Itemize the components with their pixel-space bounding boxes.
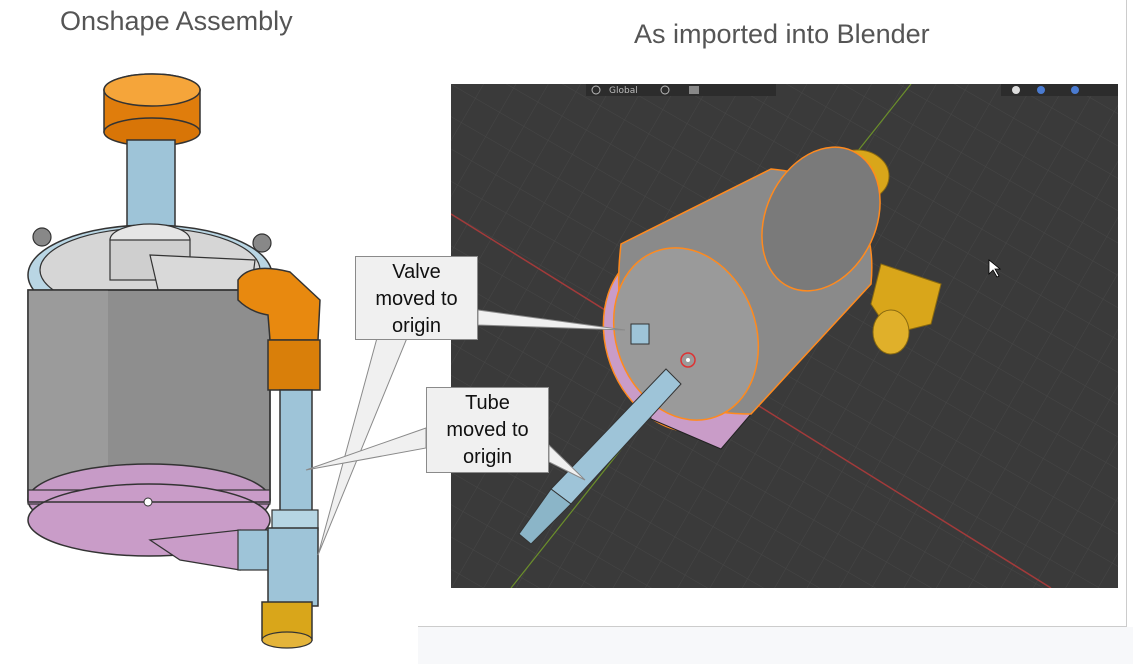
snap-icon[interactable]: [660, 85, 670, 95]
valve-callout: Valve moved to origin: [355, 256, 478, 340]
overlay-icon[interactable]: [1037, 86, 1045, 94]
motor-body-part: [27, 289, 271, 557]
blender-import-title: As imported into Blender: [634, 19, 930, 49]
shading-icon[interactable]: [1071, 86, 1079, 94]
page-footer-strip: [418, 627, 1133, 664]
valve-callout-line-2: moved to: [375, 288, 458, 310]
tube-part: [271, 389, 319, 531]
transform-orientation-dropdown[interactable]: Global: [609, 86, 638, 96]
imported-model[interactable]: [518, 128, 942, 545]
valve-callout-line-1: Valve: [392, 261, 441, 283]
onshape-assembly-render: [27, 73, 321, 649]
stem-part: [126, 139, 176, 231]
blender-3d-viewport[interactable]: Global: [451, 84, 1118, 588]
transform-orientation-icon[interactable]: [591, 85, 601, 95]
onshape-assembly-title: Onshape Assembly: [60, 6, 293, 36]
tube-callout-line-2: moved to: [446, 419, 529, 441]
proportional-edit-icon[interactable]: [689, 86, 699, 94]
tube-callout: Tube moved to origin: [426, 387, 549, 473]
knob-part: [103, 73, 201, 147]
elbow-fitting-part: [237, 267, 321, 391]
cursor-arrow-icon: [988, 259, 1002, 278]
valve-callout-line-3: origin: [392, 315, 441, 337]
gizmo-icon[interactable]: [1012, 86, 1020, 94]
3d-cursor-icon: [680, 352, 696, 368]
viewport-header-toolbar: Global: [586, 84, 1118, 96]
lower-tee-part: [148, 527, 319, 607]
tube-callout-line-1: Tube: [465, 392, 510, 414]
tube-callout-line-3: origin: [463, 446, 512, 468]
valve-cap-part: [261, 601, 313, 649]
